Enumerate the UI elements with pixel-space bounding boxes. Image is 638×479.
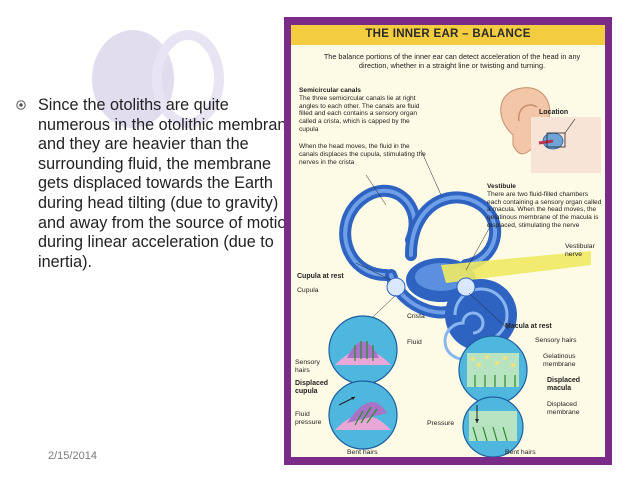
cupula-at-rest-image [328, 315, 398, 385]
semicircular-canals-heading: Semicircular canals [299, 87, 361, 94]
semicircular-canals-text: Semicircular canals The three semicircul… [299, 87, 421, 134]
inner-ear-illustration [328, 87, 601, 457]
macula-at-rest-label: Macula at rest [505, 323, 552, 330]
fluid-pressure-label: Fluid pressure [295, 411, 322, 426]
pointer-lines [355, 149, 510, 331]
sensory-hairs-right-label: Sensory hairs [535, 337, 577, 344]
gelatinous-membrane-label: Gelatinous membrane [543, 353, 576, 368]
circled-dot-bullet-icon [16, 100, 26, 110]
ear-location-image [500, 87, 601, 173]
semicircular-canals-body: The three semicircular canals lie at rig… [299, 94, 420, 133]
location-label: Location [539, 109, 569, 116]
pressure-label: Pressure [427, 420, 455, 427]
inner-ear-figure: THE INNER EAR – BALANCE The balance port… [284, 17, 612, 465]
figure-title: THE INNER EAR – BALANCE [365, 28, 531, 40]
decorative-circle-outline [152, 30, 224, 128]
vestibule-heading: Vestibule [487, 183, 516, 190]
bent-hairs-left-label: Bent hairs [347, 449, 378, 456]
bent-hairs-right-label: Bent hairs [505, 449, 536, 456]
sensory-hairs-left-label: Sensory hairs [295, 359, 320, 374]
vestibular-nerve-label: Vestibular nerve [565, 243, 595, 258]
displaced-macula-image [462, 396, 524, 457]
crista-label: Crista [407, 313, 425, 320]
bullet-text: Since the otoliths are quite numerous in… [38, 96, 296, 271]
fluid-label: Fluid [407, 339, 422, 346]
head-movement-text: When the head moves, the fluid in the ca… [299, 143, 426, 166]
displaced-membrane-label: Displaced membrane [547, 401, 580, 416]
figure-intro: The balance portions of the inner ear ca… [323, 52, 581, 70]
slide-date: 2/15/2014 [48, 450, 97, 462]
displaced-cupula-image [328, 380, 398, 450]
vestibule-body: There are two fluid-filled chambers each… [487, 190, 602, 229]
vestibule-text: Vestibule There are two fluid-filled cha… [487, 183, 603, 230]
cupula-label: Cupula [297, 287, 319, 294]
macula-at-rest-image [458, 335, 528, 405]
displaced-macula-label: Displaced macula [547, 377, 581, 392]
figure-panel: THE INNER EAR – BALANCE The balance port… [291, 25, 605, 457]
figure-title-banner: THE INNER EAR – BALANCE [291, 25, 605, 45]
displaced-cupula-label: Displaced cupula [295, 380, 329, 395]
vestibule-and-cochlea-image [386, 251, 591, 361]
cupula-at-rest-label: Cupula at rest [297, 273, 344, 280]
